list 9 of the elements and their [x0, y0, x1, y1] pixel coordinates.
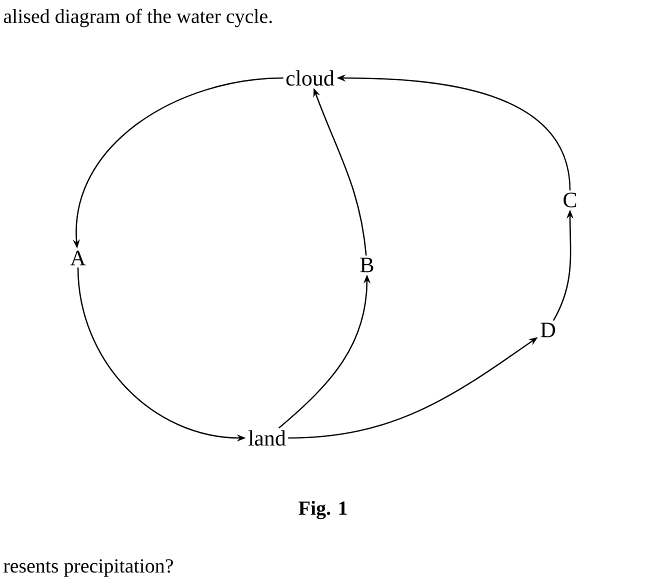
text-line: resents precipitation?	[4, 559, 173, 577]
node-label: land	[248, 430, 286, 446]
node-label: cloud	[286, 70, 334, 86]
node-label: B	[360, 258, 374, 272]
caption: Fig. 1	[298, 500, 347, 520]
node-label: C	[564, 192, 576, 208]
node-label: D	[540, 322, 556, 338]
text-line: alised diagram of the water cycle.	[4, 8, 272, 28]
node-label: A	[70, 250, 86, 266]
